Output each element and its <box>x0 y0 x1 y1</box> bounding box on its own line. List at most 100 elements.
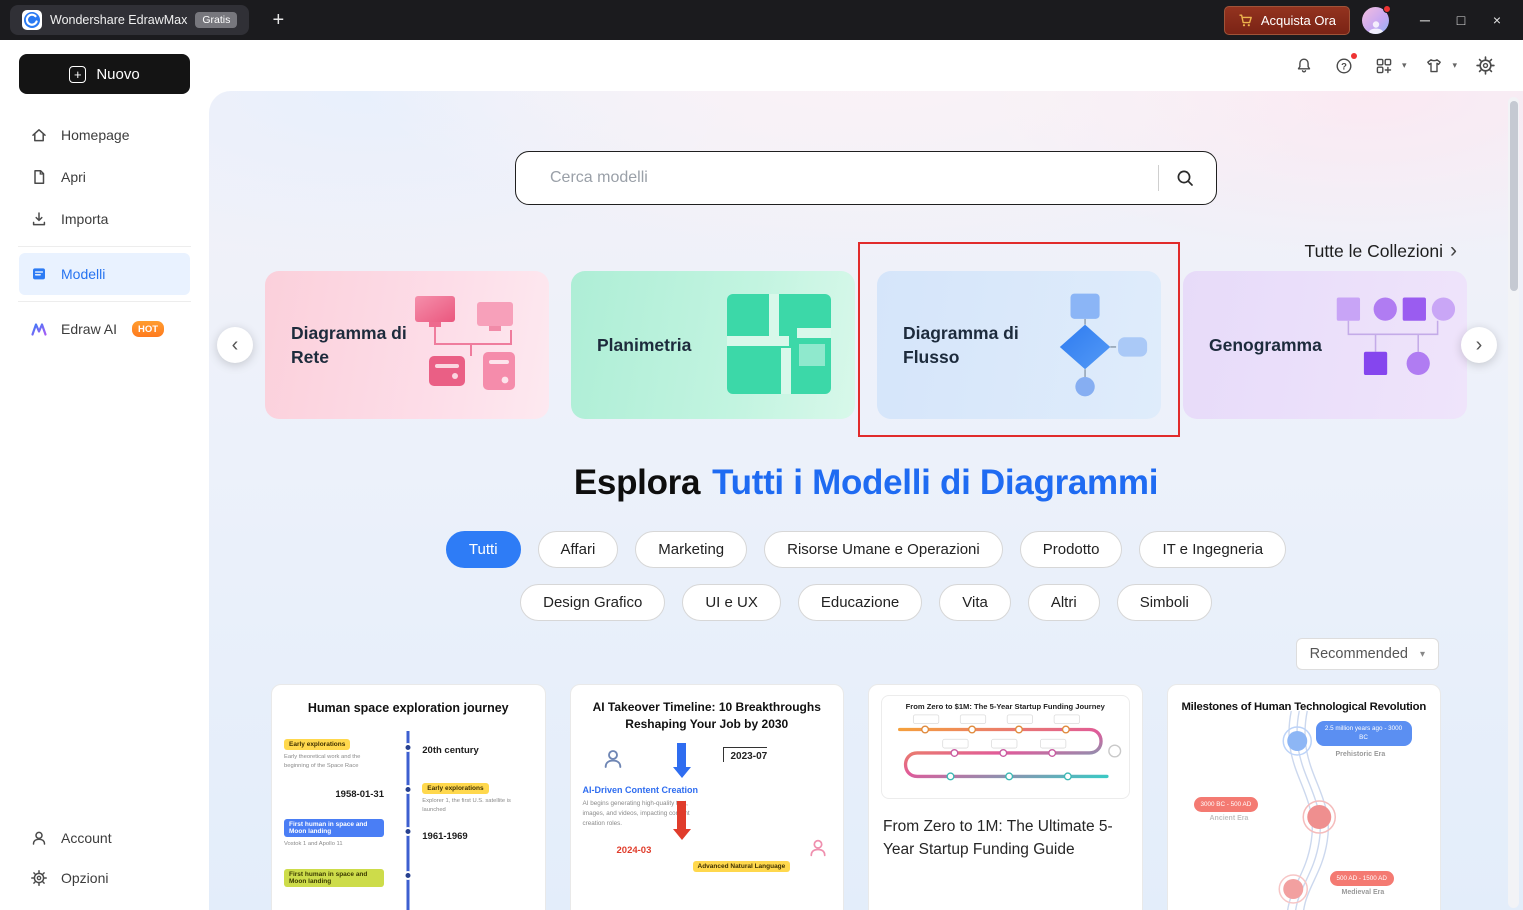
apps-button[interactable] <box>1372 54 1396 78</box>
search-bar <box>515 151 1217 205</box>
buy-now-button[interactable]: Acquista Ora <box>1223 5 1350 35</box>
filter-ui-ux[interactable]: UI e UX <box>682 584 781 621</box>
category-card-network-diagram[interactable]: Diagramma di Rete <box>265 271 549 419</box>
all-collections-link[interactable]: Tutte le Collezioni › <box>209 239 1523 263</box>
scrollbar-thumb[interactable] <box>1509 101 1518 291</box>
template-title: From Zero to 1M: The Ultimate 5-Year Sta… <box>883 818 1113 859</box>
template-grid: Human space exploration journey Early ex… <box>209 684 1523 910</box>
sidebar-item-import[interactable]: Importa <box>0 198 209 240</box>
edraw-ai-icon <box>31 323 47 336</box>
gear-icon <box>1475 56 1495 75</box>
timeline-dot <box>403 785 413 794</box>
sidebar-item-label: Opzioni <box>61 870 109 886</box>
sort-dropdown[interactable]: Recommended ▾ <box>1295 638 1439 670</box>
carousel-prev-button[interactable]: ‹ <box>217 327 253 363</box>
era-range-badge: 3000 BC - 500 AD <box>1193 797 1259 813</box>
filter-marketing[interactable]: Marketing <box>635 531 748 568</box>
timeline-entry-title: AI-Driven Content Creation <box>582 785 699 795</box>
sidebar-item-open[interactable]: Apri <box>0 156 209 198</box>
carousel-next-button[interactable]: › <box>1461 327 1497 363</box>
divider <box>18 301 191 302</box>
timeline-badge: First human in space and Moon landing <box>284 869 384 887</box>
page-title-highlight: Tutti i Modelli di Diagrammi <box>712 463 1159 502</box>
help-icon: ? <box>1336 57 1352 74</box>
era-range-badge: 500 AD - 1500 AD <box>1329 871 1394 887</box>
filter-row-2: Design Grafico UI e UX Educazione Vita A… <box>209 584 1523 621</box>
templates-icon <box>33 268 45 280</box>
template-card-space-journey[interactable]: Human space exploration journey Early ex… <box>271 684 546 910</box>
bell-icon <box>1297 58 1311 73</box>
timeline-dot <box>403 827 413 836</box>
help-button[interactable]: ? <box>1332 52 1357 78</box>
user-avatar[interactable] <box>1362 4 1391 34</box>
template-card-ai-takeover[interactable]: AI Takeover Timeline: 10 Breakthroughs R… <box>569 684 844 910</box>
era-name: Prehistoric Era <box>1335 751 1386 758</box>
titlebar: Wondershare EdrawMax Gratis + Acquista O… <box>0 0 1523 40</box>
network-diagram-art <box>415 296 515 390</box>
minimize-button[interactable]: ─ <box>1420 12 1430 28</box>
page-title-prefix: Esplora <box>573 463 701 502</box>
divider <box>18 246 191 247</box>
theme-shirt-icon <box>1427 58 1442 72</box>
filter-vita[interactable]: Vita <box>939 584 1011 621</box>
gratis-badge: Gratis <box>195 12 238 28</box>
category-card-flowchart[interactable]: Diagramma di Flusso <box>858 242 1180 437</box>
blue-arrow-icon <box>672 743 691 778</box>
category-card-genogram[interactable]: Genogramma <box>1183 271 1467 419</box>
filter-tutti[interactable]: Tutti <box>445 531 521 568</box>
timeline-caption: Explorer 1, the first U.S. satellite is … <box>422 798 511 813</box>
filter-altri[interactable]: Altri <box>1027 584 1100 621</box>
settings-button[interactable] <box>1473 54 1497 78</box>
new-tab-button[interactable]: + <box>272 8 285 31</box>
brand-mark-icon <box>1108 744 1122 758</box>
sidebar-item-templates[interactable]: Modelli <box>19 253 190 295</box>
category-title: Genogramma <box>1209 334 1322 355</box>
filter-educazione[interactable]: Educazione <box>797 584 923 621</box>
scrollbar-track[interactable] <box>1508 97 1519 908</box>
template-card-startup-funding[interactable]: From Zero to $1M: The 5-Year Startup Fun… <box>868 684 1143 910</box>
category-title: Planimetria <box>597 334 692 355</box>
red-arrow-icon <box>672 801 691 840</box>
document-icon <box>34 170 45 184</box>
filter-prodotto[interactable]: Prodotto <box>1019 531 1123 568</box>
timeline-dot <box>403 743 413 752</box>
template-preview-image: From Zero to $1M: The 5-Year Startup Fun… <box>881 695 1130 799</box>
sidebar-item-options[interactable]: Opzioni <box>0 858 209 898</box>
new-document-button[interactable]: + Nuovo <box>19 54 190 94</box>
apps-chevron-icon[interactable]: ▾ <box>1401 60 1407 70</box>
filter-design-grafico[interactable]: Design Grafico <box>520 584 666 621</box>
notification-dot <box>1383 4 1391 13</box>
category-card-floor-plan[interactable]: Planimetria <box>571 271 855 419</box>
timeline-line <box>406 731 410 910</box>
filter-affari[interactable]: Affari <box>537 531 619 568</box>
hot-badge: HOT <box>132 321 165 337</box>
search-input[interactable] <box>550 169 1142 187</box>
plus-icon: + <box>69 65 87 83</box>
sidebar-item-edraw-ai[interactable]: Edraw AI HOT <box>0 308 209 350</box>
theme-chevron-icon[interactable]: ▾ <box>1452 60 1457 70</box>
search-icon[interactable] <box>1175 168 1196 189</box>
filter-simboli[interactable]: Simboli <box>1116 584 1212 621</box>
close-button[interactable]: × <box>1492 12 1502 28</box>
sidebar-item-account[interactable]: Account <box>0 818 209 858</box>
category-carousel: ‹ Diagramma di Rete <box>209 242 1523 437</box>
gear-icon <box>31 870 47 886</box>
timeline-caption: AI begins generating high-quality text, … <box>582 800 690 828</box>
notifications-button[interactable] <box>1292 54 1316 78</box>
template-title: Milestones of Human Technological Revolu… <box>1181 701 1427 713</box>
template-card-tech-revolution[interactable]: Milestones of Human Technological Revolu… <box>1166 684 1441 910</box>
person-icon <box>810 839 826 857</box>
timeline-badge: Early explorations <box>422 783 489 794</box>
topbar-icons: ? ▾ <box>209 40 1523 91</box>
app-tab[interactable]: Wondershare EdrawMax Gratis <box>10 5 250 35</box>
filter-it-ingegneria[interactable]: IT e Ingegneria <box>1139 531 1287 568</box>
maximize-button[interactable]: □ <box>1456 12 1466 28</box>
snake-timeline-art <box>898 714 1122 781</box>
timeline-date: 1958-01-31 <box>335 789 384 800</box>
notification-dot <box>1350 52 1357 59</box>
sidebar-item-label: Edraw AI <box>61 321 118 337</box>
sidebar-item-homepage[interactable]: Homepage <box>0 114 209 156</box>
theme-button[interactable] <box>1422 54 1446 78</box>
apps-grid-icon <box>1376 58 1392 73</box>
filter-risorse-umane[interactable]: Risorse Umane e Operazioni <box>764 531 1003 568</box>
